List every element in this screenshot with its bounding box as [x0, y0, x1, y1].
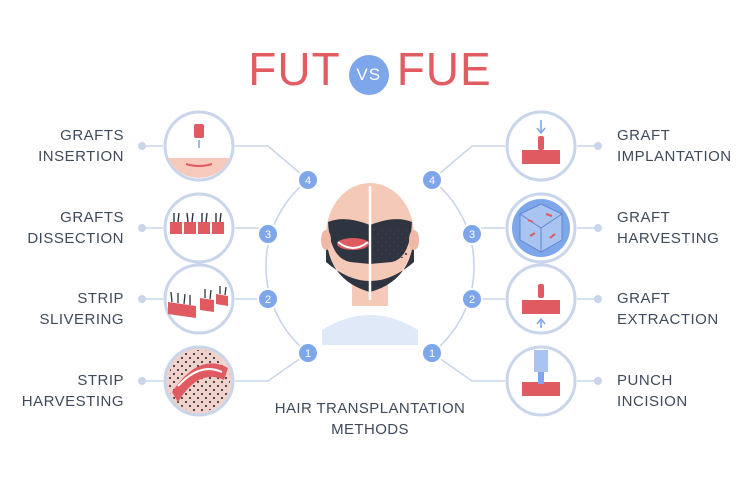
fut-step-2-number: 2 [265, 294, 271, 306]
fue-step-1-line2: INCISION [617, 393, 688, 410]
fue-icon-graft-extraction [505, 263, 577, 335]
fue-connectors [431, 145, 598, 382]
fue-icon-graft-implantation [505, 110, 577, 182]
title-fue: FUE [396, 42, 492, 95]
fut-icon-grafts-dissection [163, 192, 235, 264]
fut-icon-strip-slivering [163, 263, 235, 335]
fue-step-3-number: 3 [469, 229, 475, 241]
fut-connectors [142, 145, 309, 382]
fut-step-1-line1: STRIP [77, 372, 124, 389]
fut-step-1-label: STRIP HARVESTING [22, 370, 124, 412]
fue-step-1-label: PUNCH INCISION [617, 370, 688, 412]
fue-step-2-number: 2 [469, 294, 475, 306]
fue-icon-punch-incision [505, 345, 577, 417]
fut-step-4-line2: INSERTION [38, 148, 124, 165]
fue-step-3-line2: HARVESTING [617, 230, 720, 247]
step-badges [257, 169, 483, 364]
fut-step-4-number: 4 [305, 175, 311, 187]
fut-step-4-label: GRAFTS INSERTION [38, 125, 124, 167]
fue-step-1-line1: PUNCH [617, 372, 673, 389]
fue-step-2-label: GRAFT EXTRACTION [617, 288, 719, 330]
fue-step-4-line2: IMPLANTATION [617, 148, 732, 165]
fut-step-3-number: 3 [265, 229, 271, 241]
center-caption-line2: METHODS [331, 421, 409, 438]
connector-end-dots [138, 142, 602, 385]
fue-step-4-line1: GRAFT [617, 127, 671, 144]
fue-step-1-number: 1 [429, 348, 435, 360]
fut-step-2-line1: STRIP [77, 290, 124, 307]
fut-step-2-line2: SLIVERING [39, 311, 124, 328]
fut-step-4-line1: GRAFTS [60, 127, 124, 144]
fue-icon-graft-harvesting [505, 192, 577, 264]
vs-badge: VS [348, 54, 389, 95]
fut-step-1-line2: HARVESTING [21, 393, 124, 410]
head-illustration [321, 183, 419, 345]
fut-icon-grafts-insertion [163, 110, 235, 182]
fue-step-4-label: GRAFT IMPLANTATION [617, 125, 732, 167]
center-caption-line1: HAIR TRANSPLANTATION [274, 400, 466, 417]
title-fut: FUT [248, 42, 341, 95]
fue-step-4-number: 4 [429, 175, 435, 187]
center-caption: HAIR TRANSPLANTATION METHODS [260, 398, 480, 440]
fut-step-2-label: STRIP SLIVERING [39, 288, 124, 330]
fut-step-1-number: 1 [305, 348, 311, 360]
fut-step-3-line1: GRAFTS [60, 209, 124, 226]
fut-step-3-label: GRAFTS DISSECTION [27, 207, 124, 249]
fut-icon-strip-harvesting [163, 345, 235, 417]
fue-step-3-line1: GRAFT [617, 209, 671, 226]
fue-step-2-line1: GRAFT [617, 290, 671, 307]
fue-step-3-label: GRAFT HARVESTING [617, 207, 719, 249]
fut-step-3-line2: DISSECTION [27, 230, 124, 247]
fue-step-2-line2: EXTRACTION [617, 311, 719, 328]
